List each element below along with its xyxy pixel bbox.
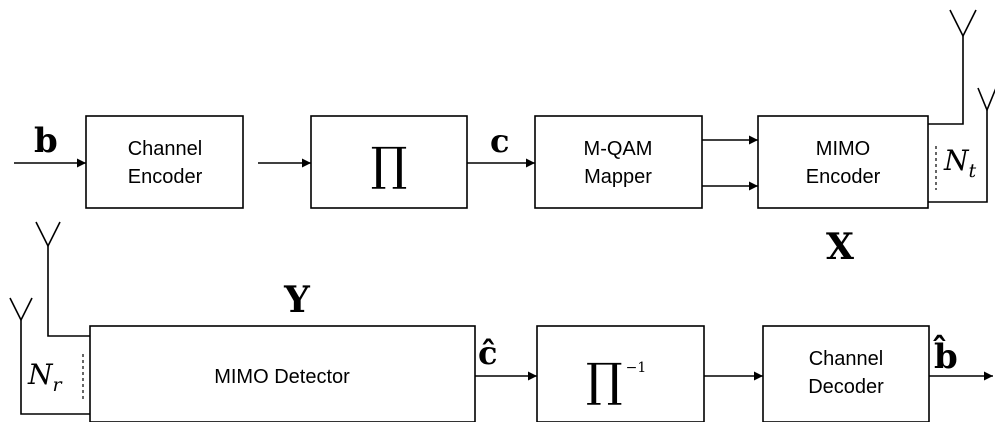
received-matrix-y-symbol: Y	[283, 279, 311, 321]
nr-symbol: Nr	[27, 358, 64, 396]
channel-decoder-block	[762, 325, 930, 422]
channel-decoder-label: Decoder	[808, 376, 884, 398]
nt-symbol: Nt	[943, 144, 977, 182]
mimo-detector-label: MIMO Detector	[214, 366, 350, 388]
rx-antenna-2-icon	[9, 297, 33, 322]
deinterleaver-symbol: ∏−1	[586, 353, 646, 407]
transmit-matrix-x-symbol: X	[826, 226, 854, 268]
channel-encoder-label: Channel	[128, 138, 203, 160]
rx-antenna-feed-1	[47, 246, 90, 337]
channel-encoder-block	[85, 115, 244, 209]
channel-decoder-label: Channel	[809, 348, 884, 370]
detected-c-hat-symbol: ĉ	[478, 334, 497, 372]
mqam-mapper-label: M-QAM	[584, 138, 653, 160]
deinterleaver-block	[536, 325, 705, 422]
mimo-detector-block	[89, 325, 476, 422]
mqam-mapper-block	[534, 115, 703, 209]
mqam-mapper-label: Mapper	[584, 166, 652, 188]
tx-antenna-feed-1	[928, 36, 964, 125]
channel-encoder-label: Encoder	[128, 166, 203, 188]
output-b-hat-symbol: b̂	[933, 335, 958, 377]
tx-antenna-1-icon	[949, 9, 977, 38]
interleaver-symbol: ∏	[371, 137, 408, 191]
input-b-symbol: b	[34, 121, 58, 161]
mimo-encoder-block	[757, 115, 929, 209]
coded-bits-c-symbol: c	[490, 122, 509, 160]
rx-antenna-1-icon	[35, 221, 61, 248]
tx-antenna-feed-2	[928, 110, 988, 203]
mimo-encoder-label: Encoder	[806, 166, 881, 188]
mimo-encoder-label: MIMO	[816, 138, 870, 160]
rx-antenna-feed-2	[20, 320, 90, 415]
tx-antenna-2-icon	[977, 87, 995, 113]
interleaver-block	[310, 115, 468, 209]
